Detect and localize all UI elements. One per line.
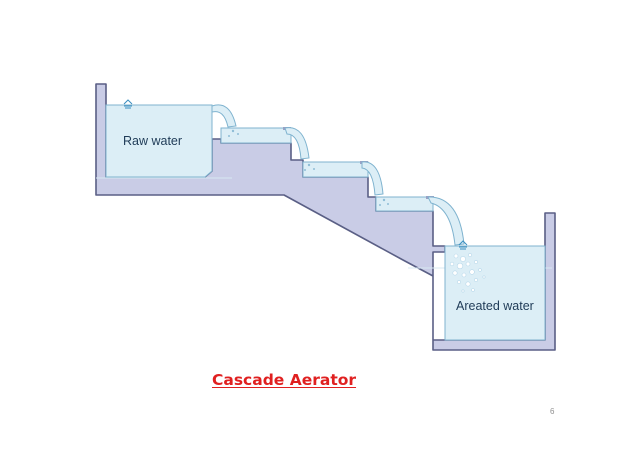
water-jet-3: [361, 161, 384, 196]
water-surface-icon: [458, 240, 468, 250]
water-jet-2: [284, 127, 310, 160]
raw-water-label: Raw water: [123, 134, 182, 148]
step-1-water: [220, 127, 292, 144]
water-surface-icon: [123, 99, 133, 109]
raw-water-body: [105, 104, 213, 178]
aerated-water-body: [444, 245, 546, 341]
aerated-water-label: Areated water: [456, 299, 534, 313]
air-bubbles-icon: [449, 253, 486, 293]
water-jet-1: [211, 104, 237, 128]
page-number: 6: [550, 407, 555, 416]
slide-caption: Cascade Aerator: [212, 371, 357, 389]
splash-droplets: [228, 129, 389, 206]
step-2-water: [302, 161, 369, 178]
